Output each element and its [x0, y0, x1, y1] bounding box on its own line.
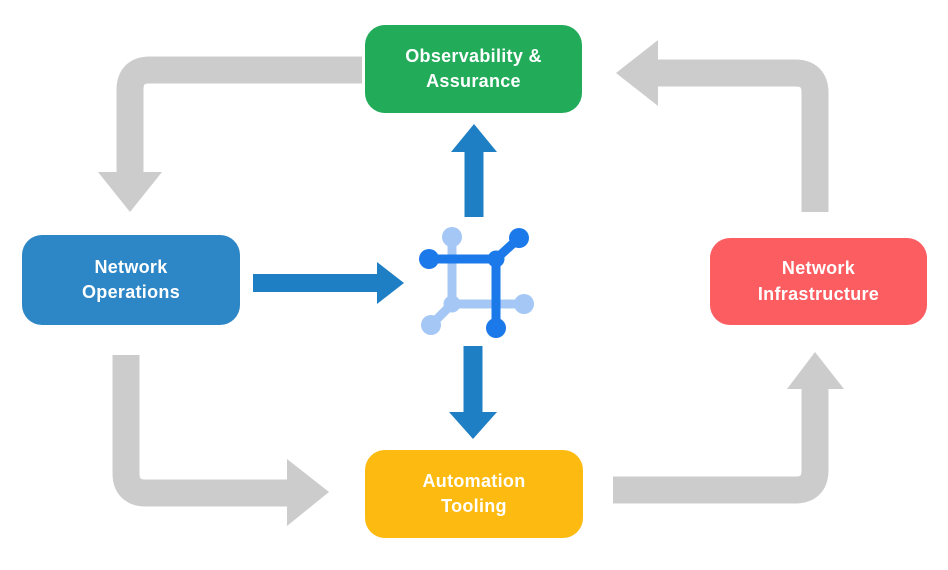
- node-network-operations-label: Network Operations: [81, 256, 181, 302]
- icon-node: [509, 228, 529, 248]
- arrow-shaft: [112, 355, 288, 507]
- icon-node: [443, 295, 461, 313]
- network-mesh-icon: [419, 227, 534, 338]
- network-mesh-icon-light-part: [421, 227, 534, 335]
- icon-node: [487, 250, 505, 268]
- arrow-head: [449, 412, 497, 439]
- icon-node: [486, 318, 506, 338]
- icon-node: [514, 294, 534, 314]
- node-observability-assurance-label: Observability & Assurance: [405, 45, 542, 91]
- flow-arrow-center-to-observability: [451, 124, 497, 217]
- arrow-head: [377, 262, 404, 304]
- cycle-arrow-automation-to-infrastructure: [613, 352, 844, 504]
- network-mesh-icon-dark-part: [419, 228, 529, 338]
- flow-arrow-center-to-automation: [449, 346, 497, 439]
- arrow-head: [616, 40, 658, 106]
- arrow-head: [787, 352, 844, 389]
- icon-node: [421, 315, 441, 335]
- arrow-shaft: [116, 56, 362, 173]
- node-network-infrastructure-label: Network Infrastructure: [757, 258, 880, 304]
- flow-arrow-operations-to-center: [253, 262, 404, 304]
- node-automation-tooling-label: Automation Tooling: [422, 470, 526, 516]
- arrow-head: [98, 172, 162, 212]
- cycle-arrow-observability-to-operations: [98, 56, 362, 212]
- node-network-operations: Network Operations: [22, 235, 240, 325]
- node-automation-tooling: Automation Tooling: [365, 450, 583, 538]
- arrow-head: [287, 459, 329, 526]
- icon-node: [442, 227, 462, 247]
- node-network-infrastructure: Network Infrastructure: [710, 238, 927, 325]
- arrow-head: [451, 124, 497, 152]
- arrow-shaft: [613, 389, 829, 504]
- arrow-shaft: [657, 59, 829, 212]
- cycle-arrow-infrastructure-to-observability: [616, 40, 829, 212]
- node-observability-assurance: Observability & Assurance: [365, 25, 582, 113]
- cycle-arrow-operations-to-automation: [112, 355, 329, 526]
- icon-node: [419, 249, 439, 269]
